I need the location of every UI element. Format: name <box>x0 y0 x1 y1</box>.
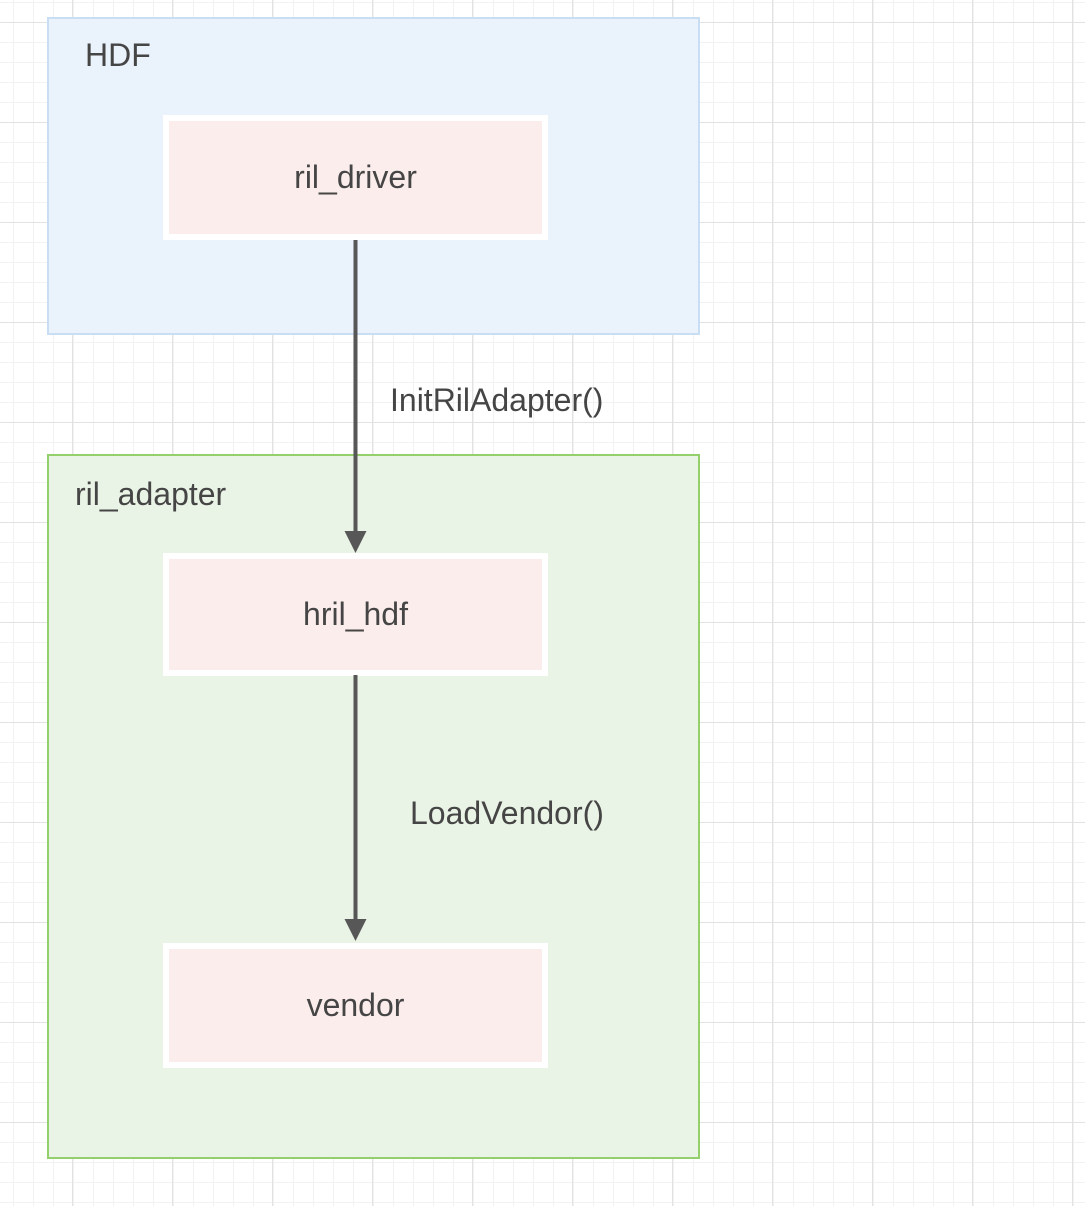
container-hdf: HDF ril_driver <box>47 17 700 335</box>
container-ril-adapter: ril_adapter hril_hdf vendor <box>47 454 700 1159</box>
container-ril-adapter-label: ril_adapter <box>75 476 227 512</box>
node-vendor-label: vendor <box>306 987 405 1023</box>
node-ril-driver-label: ril_driver <box>294 159 417 195</box>
node-hril-hdf: hril_hdf <box>163 553 548 676</box>
container-hdf-label: HDF <box>85 37 151 73</box>
node-vendor: vendor <box>163 943 548 1068</box>
node-ril-driver: ril_driver <box>163 115 548 240</box>
edge-label-init-ril-adapter: InitRilAdapter() <box>390 382 604 418</box>
node-hril-hdf-label: hril_hdf <box>303 596 408 632</box>
edge-label-load-vendor: LoadVendor() <box>410 795 604 831</box>
